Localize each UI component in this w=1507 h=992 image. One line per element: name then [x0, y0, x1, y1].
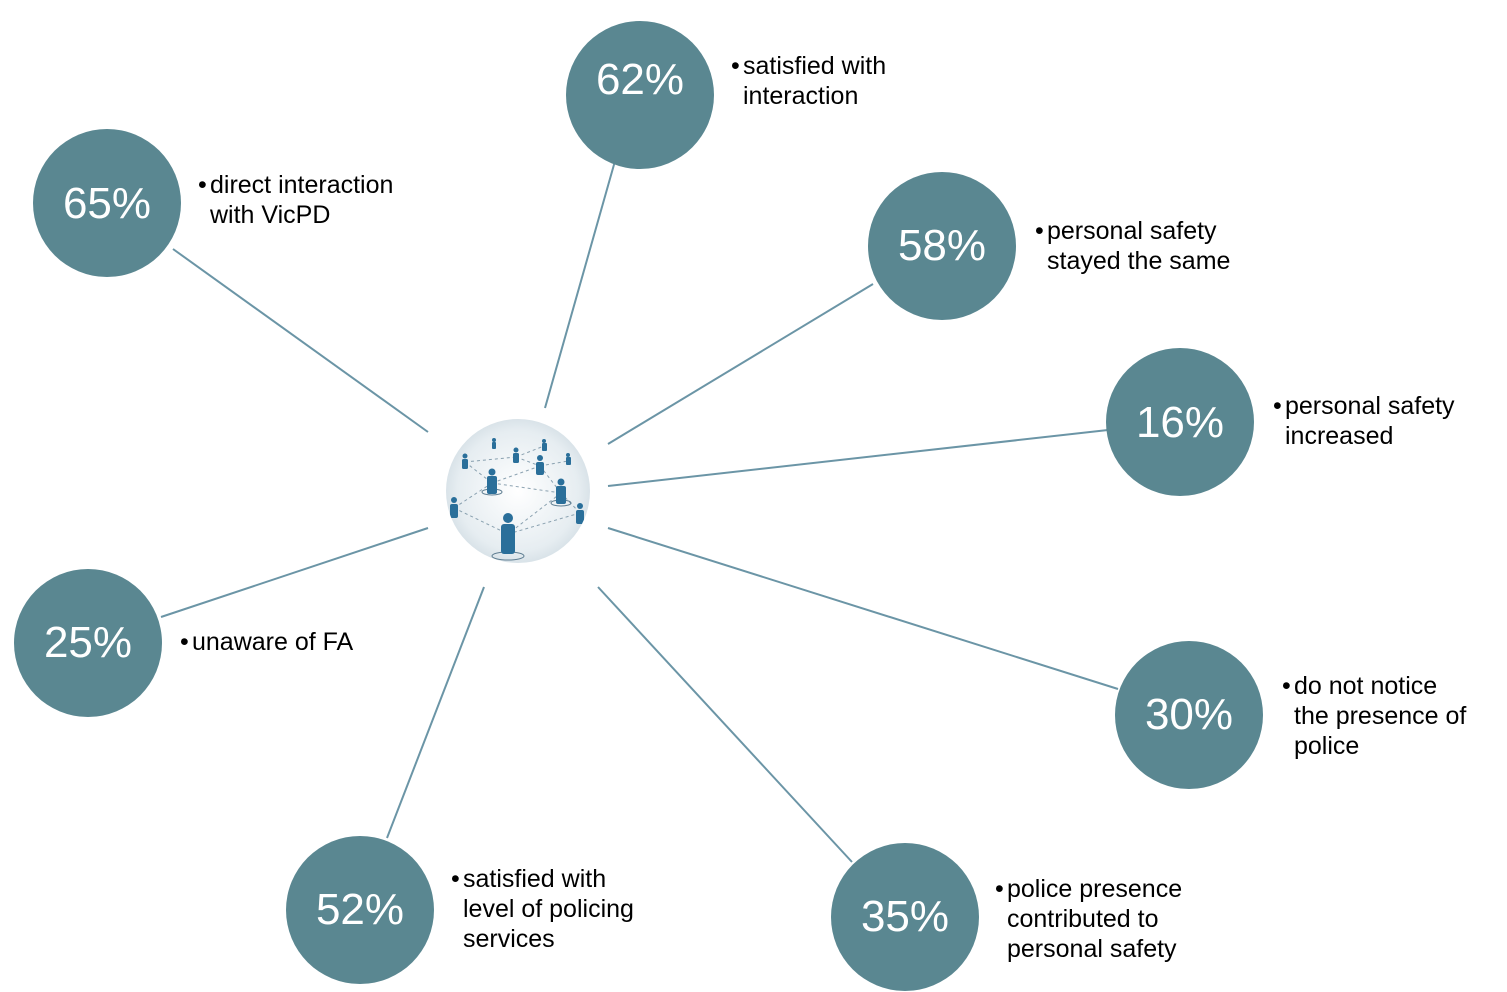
- bullet-icon: •: [1035, 217, 1044, 245]
- connector-line: [544, 153, 618, 409]
- stat-circle: [286, 836, 434, 984]
- stat-circle: [566, 21, 714, 169]
- stat-label: • unaware of FA: [180, 628, 354, 656]
- bullet-icon: •: [180, 628, 189, 656]
- stat-circle: [14, 569, 162, 717]
- connector-line: [386, 586, 485, 839]
- connector-line: [172, 248, 429, 433]
- connector-line: [160, 527, 429, 618]
- stat-label: • satisfied with interaction: [731, 52, 887, 110]
- connector-lines: [160, 153, 1119, 863]
- stat-circle: [33, 129, 181, 277]
- stat-label: • personal safety increased: [1273, 392, 1455, 450]
- connector-line: [607, 283, 874, 445]
- stat-percentage: 62%: [595, 55, 685, 104]
- network-people-icon: [446, 419, 590, 563]
- stat-circle: [1106, 348, 1254, 496]
- stat-percentage: 25%: [43, 618, 133, 667]
- stat-label: • do not notice the presence of police: [1282, 672, 1467, 760]
- stat-circle: [868, 172, 1016, 320]
- stat-percentage: 35%: [860, 892, 950, 941]
- stat-label: • satisfied with level of policing servi…: [451, 865, 634, 953]
- bullet-icon: •: [451, 865, 460, 893]
- bullet-icon: •: [198, 171, 207, 199]
- stat-percentage: 65%: [62, 179, 152, 228]
- bullet-icon: •: [1273, 392, 1282, 420]
- stat-percentage: 16%: [1135, 398, 1225, 447]
- stat-circle: [831, 843, 979, 991]
- stat-percentage: 58%: [897, 221, 987, 270]
- bullet-icon: •: [995, 875, 1004, 903]
- connector-line: [607, 527, 1119, 690]
- stat-percentage: 52%: [315, 885, 405, 934]
- connector-line: [607, 429, 1109, 487]
- stat-label: • personal safety stayed the same: [1035, 217, 1231, 275]
- bullet-icon: •: [1282, 672, 1291, 700]
- stat-percentage: 30%: [1144, 690, 1234, 739]
- bullet-icon: •: [731, 52, 740, 80]
- stat-label: • police presence contributed to persona…: [995, 875, 1183, 963]
- stat-label: • direct interaction with VicPD: [198, 171, 394, 229]
- connector-line: [597, 586, 853, 863]
- stat-circle: [1115, 641, 1263, 789]
